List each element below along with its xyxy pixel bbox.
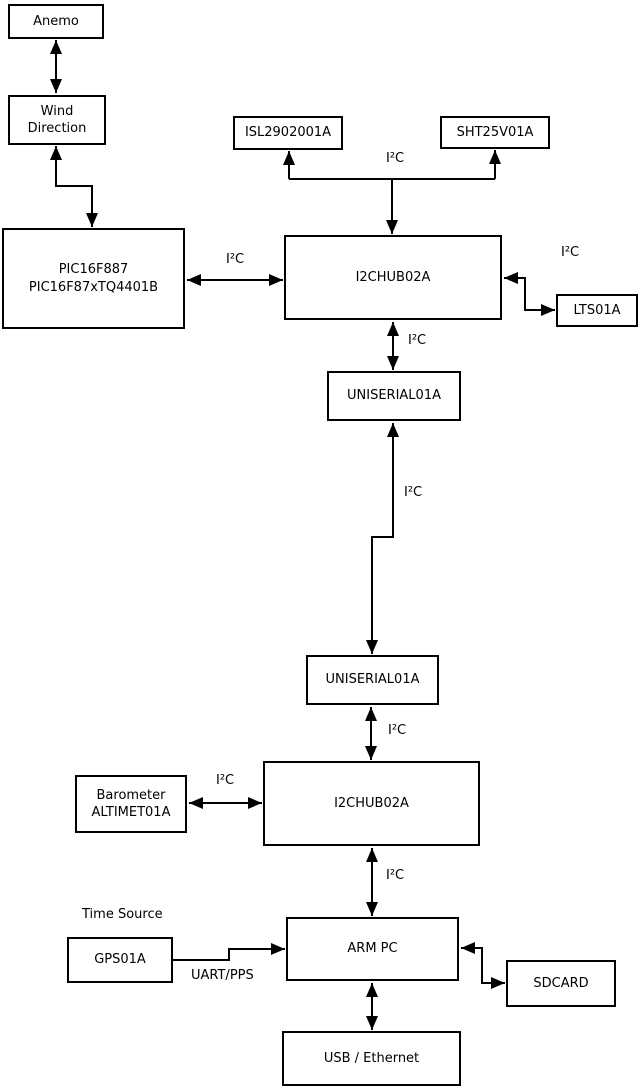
node-wind-direction: Wind Direction: [8, 95, 106, 145]
node-lts-label: LTS01A: [573, 302, 621, 318]
node-uniserial-bottom-label: UNISERIAL01A: [325, 672, 420, 688]
label-uart-pps: UART/PPS: [191, 968, 254, 983]
node-sht-label: SHT25V01A: [456, 124, 534, 140]
label-i2c-hub2-armpc: I²C: [386, 868, 405, 883]
node-barometer: Barometer ALTIMET01A: [75, 775, 187, 833]
node-sdcard-label: SDCARD: [533, 975, 589, 991]
node-sdcard: SDCARD: [506, 960, 616, 1007]
edge-armpc-sdcard-arrow: [461, 942, 505, 989]
node-wind-direction-label-line2: Direction: [27, 121, 87, 136]
edge-gps-armpc-arrow: [173, 943, 285, 961]
node-isl-sensor: ISL2902001A: [233, 116, 343, 150]
node-pic-microcontroller: PIC16F887 PIC16F87xTQ4401B: [2, 228, 185, 329]
node-arm-pc: ARM PC: [286, 917, 459, 981]
node-gps-label: GPS01A: [94, 952, 146, 968]
node-sht-sensor: SHT25V01A: [440, 116, 550, 149]
node-i2c-hub-bottom-label: I2CHUB02A: [334, 795, 409, 811]
edge-uniserial-top-bottom-arrow: [366, 423, 399, 654]
edge-hub1-lts-arrow: [504, 272, 555, 316]
node-barometer-label-line1: Barometer: [96, 787, 166, 803]
label-i2c-lts: I²C: [561, 245, 580, 260]
node-i2c-hub-top: I2CHUB02A: [284, 235, 502, 320]
label-time-source: Time Source: [82, 907, 163, 922]
node-uniserial-bottom: UNISERIAL01A: [306, 655, 439, 705]
label-i2c-hub1-uniserial: I²C: [408, 333, 427, 348]
label-i2c-uniserial-link: I²C: [404, 485, 423, 500]
node-i2c-hub-top-label: I2CHUB02A: [355, 269, 431, 285]
node-usb-ethernet: USB / Ethernet: [282, 1031, 461, 1086]
edge-wind-pic-arrow: [50, 146, 98, 227]
node-barometer-label-line2: ALTIMET01A: [91, 805, 171, 820]
node-lts-sensor: LTS01A: [556, 294, 638, 327]
node-arm-pc-label: ARM PC: [347, 941, 398, 957]
node-uniserial-top: UNISERIAL01A: [327, 371, 461, 421]
label-i2c-barometer: I²C: [216, 773, 235, 788]
node-uniserial-top-label: UNISERIAL01A: [347, 388, 441, 404]
node-i2c-hub-bottom: I2CHUB02A: [263, 761, 480, 846]
label-i2c-pic-hub: I²C: [226, 252, 245, 267]
node-anemometer: Anemo: [8, 4, 104, 39]
node-pic-label-line1: PIC16F887: [58, 262, 129, 278]
node-isl-label: ISL2902001A: [244, 125, 332, 141]
node-gps: GPS01A: [67, 937, 173, 983]
node-usb-ethernet-label: USB / Ethernet: [323, 1050, 420, 1066]
node-anemometer-label: Anemo: [33, 13, 79, 29]
label-i2c-uniserial-hub2: I²C: [388, 723, 407, 738]
label-i2c-bus: I²C: [386, 151, 405, 166]
node-wind-direction-label-line1: Wind: [40, 103, 74, 119]
node-pic-label-line2: PIC16F87xTQ4401B: [28, 279, 159, 295]
